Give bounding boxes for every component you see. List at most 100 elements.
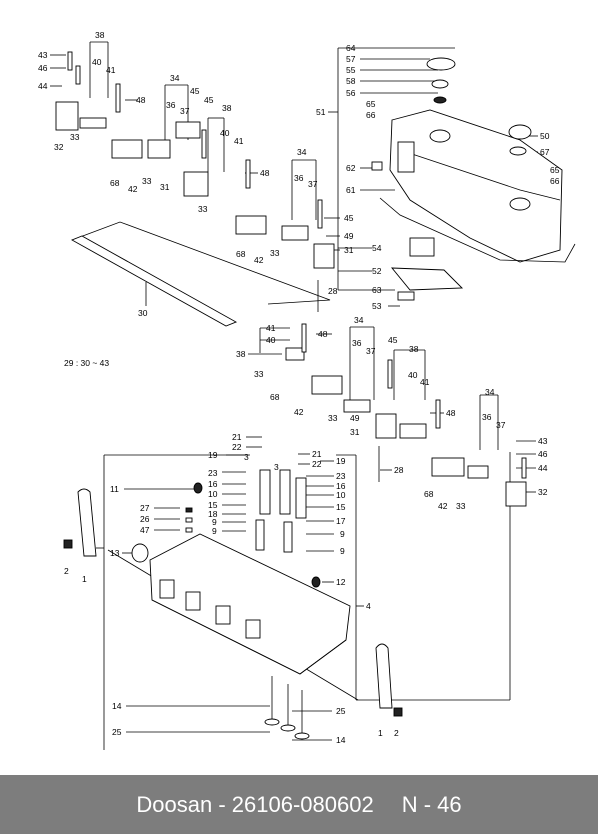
callout-38: 38	[95, 30, 105, 40]
caption-bar: Doosan - 26106-080602 N - 46	[0, 775, 598, 834]
callout-40: 40	[266, 335, 276, 345]
callout-27: 27	[140, 503, 150, 513]
callout-25: 25	[336, 706, 346, 716]
callout-30: 30	[138, 308, 148, 318]
callout-49: 49	[344, 231, 354, 241]
callout-34: 34	[485, 387, 495, 397]
callout-26: 26	[140, 514, 150, 524]
callout-22: 22	[232, 442, 242, 452]
callout-1: 1	[82, 574, 87, 584]
callout-50: 50	[540, 131, 550, 141]
callout-40: 40	[92, 57, 102, 67]
callout-68: 68	[236, 249, 246, 259]
callout-9: 9	[340, 546, 345, 556]
callout-65: 65	[366, 99, 376, 109]
callout-36: 36	[482, 412, 492, 422]
callout-10: 10	[336, 490, 346, 500]
callout-36: 36	[166, 100, 176, 110]
callout-34: 34	[297, 147, 307, 157]
callout-31: 31	[350, 427, 360, 437]
callout-2: 2	[394, 728, 399, 738]
callout-32: 32	[538, 487, 548, 497]
callout-21: 21	[312, 449, 322, 459]
callout-56: 56	[346, 88, 356, 98]
callout-3: 3	[244, 452, 249, 462]
callout-44: 44	[38, 81, 48, 91]
callout-34: 34	[170, 73, 180, 83]
callout-68: 68	[424, 489, 434, 499]
callout-16: 16	[208, 479, 218, 489]
note-29: 29 : 30 ~ 43	[64, 358, 109, 368]
callout-41: 41	[266, 323, 276, 333]
callout-45: 45	[388, 335, 398, 345]
callout-12: 12	[336, 577, 346, 587]
callout-45: 45	[190, 86, 200, 96]
callout-43: 43	[38, 50, 48, 60]
callout-42: 42	[254, 255, 264, 265]
callout-66: 66	[366, 110, 376, 120]
callout-33: 33	[270, 248, 280, 258]
callout-58: 58	[346, 76, 356, 86]
callout-36: 36	[294, 173, 304, 183]
callout-14: 14	[336, 735, 346, 745]
callout-40: 40	[408, 370, 418, 380]
callout-14: 14	[112, 701, 122, 711]
callout-48: 48	[446, 408, 456, 418]
callout-labels: 43 46 44 38 40 41 48 32 33 68 33 42 34 3…	[38, 30, 560, 745]
callout-67: 67	[540, 147, 550, 157]
callout-28: 28	[328, 286, 338, 296]
callout-37: 37	[496, 420, 506, 430]
callout-48: 48	[136, 95, 146, 105]
callout-68: 68	[270, 392, 280, 402]
callout-28: 28	[394, 465, 404, 475]
callout-19: 19	[336, 456, 346, 466]
callout-3: 3	[274, 462, 279, 472]
callout-15: 15	[336, 502, 346, 512]
callout-34: 34	[354, 315, 364, 325]
callout-64: 64	[346, 43, 356, 53]
callout-9: 9	[212, 517, 217, 527]
callout-2: 2	[64, 566, 69, 576]
callout-38: 38	[222, 103, 232, 113]
callout-55: 55	[346, 65, 356, 75]
callout-45: 45	[344, 213, 354, 223]
callout-11: 11	[110, 484, 119, 494]
callout-4: 4	[366, 601, 371, 611]
callout-52: 52	[372, 266, 382, 276]
callout-42: 42	[128, 184, 138, 194]
callout-31: 31	[344, 245, 354, 255]
callout-23: 23	[336, 471, 346, 481]
callout-57: 57	[346, 54, 356, 64]
callout-42: 42	[438, 501, 448, 511]
callout-19: 19	[208, 450, 218, 460]
callout-41: 41	[420, 377, 430, 387]
callout-46: 46	[38, 63, 48, 73]
parts-diagram: 29 : 30 ~ 43 43 46 44 38 40 41 48 32 33 …	[38, 30, 576, 750]
callout-40: 40	[220, 128, 230, 138]
callout-41: 41	[234, 136, 244, 146]
callout-33: 33	[142, 176, 152, 186]
callout-41: 41	[106, 65, 116, 75]
callout-33: 33	[254, 369, 264, 379]
callout-51: 51	[316, 107, 326, 117]
callout-48: 48	[318, 329, 328, 339]
callout-53: 53	[372, 301, 382, 311]
callout-37: 37	[308, 179, 318, 189]
callout-42: 42	[294, 407, 304, 417]
callout-45: 45	[204, 95, 214, 105]
callout-65: 65	[550, 165, 560, 175]
part-shapes	[55, 51, 576, 740]
callout-33: 33	[328, 413, 338, 423]
callout-33: 33	[456, 501, 466, 511]
callout-36: 36	[352, 338, 362, 348]
callout-33: 33	[70, 132, 80, 142]
callout-9: 9	[212, 526, 217, 536]
callout-16: 16	[336, 481, 346, 491]
callout-17: 17	[336, 516, 346, 526]
callout-62: 62	[346, 163, 356, 173]
callout-13: 13	[110, 548, 120, 558]
callout-37: 37	[180, 106, 190, 116]
callout-49: 49	[350, 413, 360, 423]
callout-23: 23	[208, 468, 218, 478]
callout-21: 21	[232, 432, 242, 442]
